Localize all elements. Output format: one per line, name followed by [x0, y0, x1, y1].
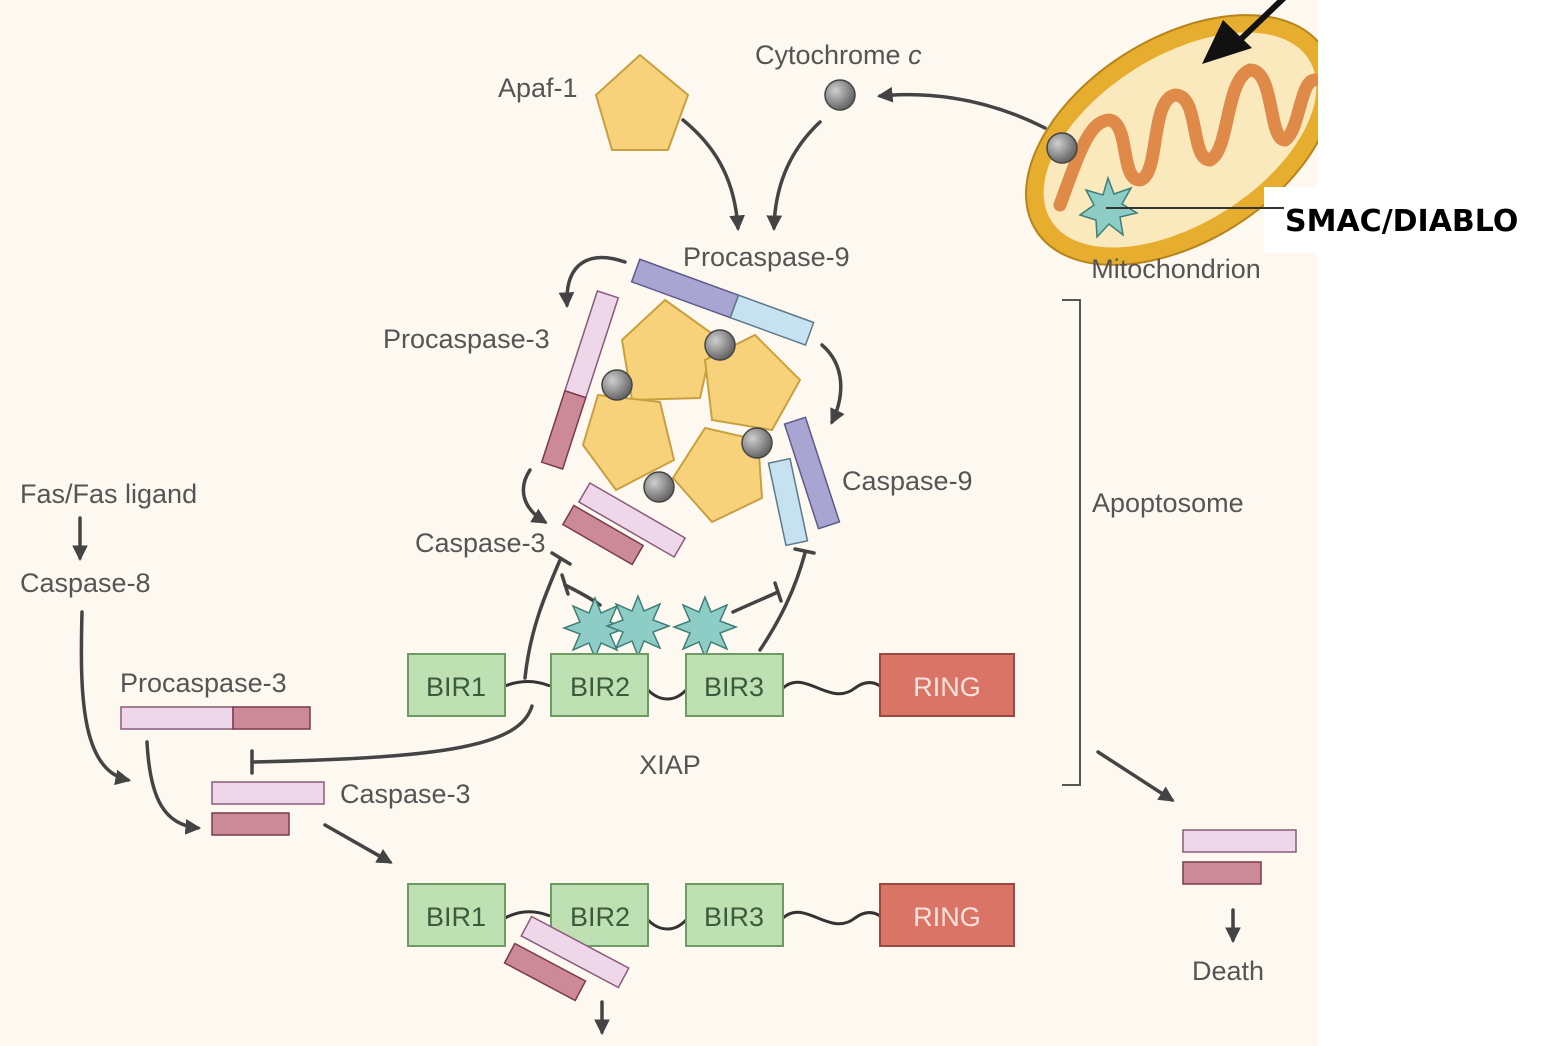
procaspase9-bar: [630, 258, 815, 347]
bir3-label: BIR3: [704, 902, 764, 932]
procaspase3-left-dark: [232, 706, 311, 730]
xiap-top: BIR1 BIR2 BIR3 RING: [407, 653, 1015, 717]
crop-mask: [1318, 0, 1542, 185]
caspase3-to-xiap-arrow: [323, 823, 393, 864]
apoptosome-pentagon: [581, 393, 676, 492]
apaf1-label: Apaf-1: [498, 73, 578, 103]
mitochondrion-label: Mitochondrion: [1091, 254, 1261, 284]
cytochrome-release-arrow: [876, 86, 1047, 130]
xiap-bottom: BIR1 BIR2 BIR3 RING: [407, 883, 1015, 947]
caspase3-bound-dark: [503, 942, 587, 1002]
ring-domain: [879, 883, 1015, 947]
bir1-label: BIR1: [426, 672, 486, 702]
caspase3-top-dark: [561, 504, 645, 566]
caspase3-death-light: [1182, 829, 1297, 853]
bir3-domain: [685, 883, 784, 947]
cytochrome-to-procaspase9-arrow: [766, 120, 822, 232]
procaspase3-cleavage-arrow: [145, 740, 202, 835]
inhibit-bar: [793, 547, 816, 555]
smac-inhibit-bir3-line: [731, 590, 780, 614]
death-label: Death: [1192, 956, 1264, 986]
caspase3-left-label: Caspase-3: [340, 779, 471, 809]
caspase3-left-light: [211, 781, 325, 805]
apaf1-to-procaspase9-arrow: [681, 118, 745, 232]
caspase9-label: Caspase-9: [842, 466, 973, 496]
bir2-inhibit-caspase3-left-line: [250, 704, 534, 764]
apoptosome-to-death-arrow: [1096, 750, 1175, 802]
bir1-label: BIR1: [426, 902, 486, 932]
xiap-linker: [646, 688, 688, 701]
xiap-linker: [504, 910, 551, 920]
xiap-linker: [781, 680, 881, 696]
apoptosome-pentagon: [620, 298, 716, 402]
caspase8-label: Caspase-8: [20, 568, 151, 598]
procaspase9-recruit-arrow: [558, 255, 627, 309]
cytochrome-ball: [741, 427, 773, 459]
ring-domain: [879, 653, 1015, 717]
caspase3-death-dark: [1182, 861, 1262, 885]
mitochondrion-input-arrowhead: [1202, 20, 1252, 64]
xiap-linker: [646, 918, 688, 931]
procaspase3-left-label: Procaspase-3: [120, 668, 287, 698]
cytochrome-ball: [643, 471, 675, 503]
smac-stars: [561, 593, 739, 661]
smac-diablo-label: SMAC/DIABLO: [1285, 204, 1518, 239]
procaspase9-activation-arrow: [820, 343, 845, 425]
procaspase3-activation-arrow: [521, 468, 548, 524]
bir3-label: BIR3: [704, 672, 764, 702]
apaf1-pentagon: [594, 53, 690, 151]
caspase9-bar-purple: [783, 416, 841, 530]
bir3-domain: [685, 653, 784, 717]
fas-ligand-label: Fas/Fas ligand: [20, 479, 197, 509]
ring-label: RING: [913, 902, 981, 932]
caspase3-bound-light: [520, 915, 630, 989]
xiap-label: XIAP: [639, 750, 701, 780]
smac-star: [604, 593, 672, 659]
apoptosome-bracket: [1062, 299, 1081, 786]
inhibit-bar: [550, 551, 572, 566]
xiap-linker: [504, 680, 551, 688]
xiap-linker: [781, 910, 881, 926]
caspase3-left-dark: [211, 812, 290, 836]
bir2-label: BIR2: [570, 902, 630, 932]
cytochrome-ball: [704, 329, 736, 361]
smac-star: [671, 594, 739, 660]
caspase3-top-label: Caspase-3: [415, 528, 546, 558]
inhibit-bar: [773, 581, 783, 603]
cytochrome-ball: [601, 369, 633, 401]
mitochondrion-input-arrow: [1237, 0, 1286, 43]
cytochrome-c-ball: [824, 79, 856, 111]
apoptosome-cytochrome-balls: [601, 329, 773, 503]
procaspase9-label: Procaspase-9: [683, 242, 850, 272]
cytochrome-c-ball-in-mitochondrion: [1046, 132, 1078, 164]
apoptosome-label: Apoptosome: [1092, 488, 1244, 518]
procaspase3-left-light: [120, 706, 234, 730]
procaspase3-top-label: Procaspase-3: [383, 324, 550, 354]
caspase9-bar-blue: [767, 457, 809, 547]
caspase8-activation-arrow: [79, 610, 132, 786]
inhibit-bar: [560, 573, 570, 596]
procaspase3-apoptosome-bar: [540, 290, 620, 470]
bir3-inhibit-caspase9-line: [758, 551, 807, 652]
apoptosome-core: [581, 298, 802, 524]
ring-label: RING: [913, 672, 981, 702]
bir2-label: BIR2: [570, 672, 630, 702]
crop-mask-lower: [1318, 255, 1542, 1046]
bir1-domain: [407, 883, 506, 947]
bir2-inhibit-caspase3-line: [523, 558, 562, 680]
smac-label-box: [1264, 187, 1542, 253]
bir1-domain: [407, 653, 506, 717]
caspase3-top-light: [577, 481, 687, 559]
cytochrome-label: Cytochrome c: [755, 40, 922, 70]
bir2-domain: [550, 653, 649, 717]
